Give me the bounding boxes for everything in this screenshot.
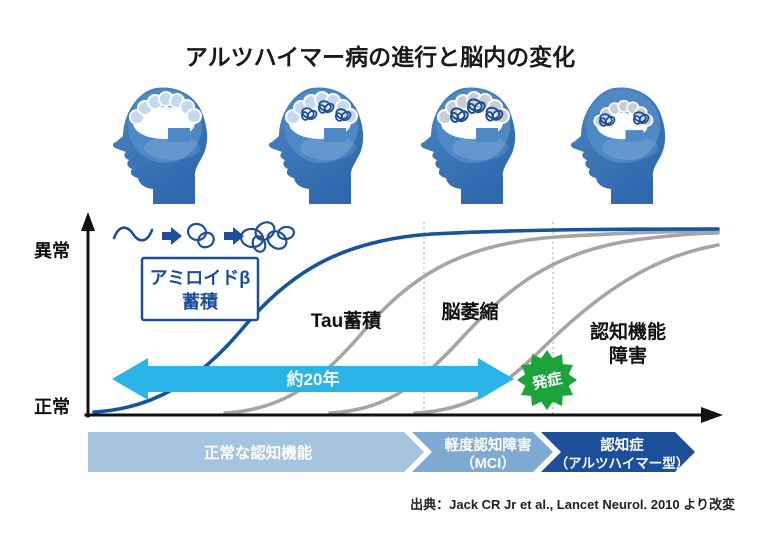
cognitive-impairment-curve [413, 243, 720, 415]
chart-axes [81, 212, 723, 423]
stage-bar-dementia: 認知症 （アルツハイマー型） [541, 432, 695, 472]
brain-atrophy-curve [328, 231, 720, 415]
tau-curve-label: Tau蓄積 [311, 309, 381, 332]
stage3-label-line2: （アルツハイマー型） [555, 455, 690, 471]
stage1-chevron [88, 432, 424, 472]
amyloid-process-icons [112, 221, 296, 253]
starburst-badge-icon: 発症 [517, 350, 577, 410]
source-citation: 出典：Jack CR Jr et al., Lancet Neurol. 201… [410, 497, 735, 512]
stage2-chevron [412, 432, 553, 472]
head-atrophied-brain-icon [570, 87, 666, 204]
page-title: アルツハイマー病の進行と脳内の変化 [185, 44, 575, 70]
duration-arrow: 約20年 [112, 358, 514, 400]
cognitive-curve-label-line2: 障害 [609, 344, 647, 367]
arrow-right-icon [162, 227, 182, 245]
x-axis-arrowhead [701, 407, 723, 423]
amyloid-beta-label-box: アミロイドβ 蓄積 [140, 256, 260, 322]
stage3-chevron [541, 432, 695, 472]
amyloid-plaque-tangle-icon [239, 221, 296, 253]
duration-label: 約20年 [287, 369, 340, 389]
stage2-label-line1: 軽度認知障害 [445, 436, 532, 454]
stage3-label-line1: 認知症 [600, 436, 644, 454]
y-axis-label-abnormal: 異常 [34, 240, 70, 261]
double-headed-arrow-icon [112, 358, 514, 400]
y-axis-label-normal: 正常 [34, 396, 70, 417]
amyloid-box-line2: 蓄積 [182, 291, 219, 312]
amyloid-monomer-wave-icon [112, 226, 154, 242]
y-axis-arrowhead [81, 212, 95, 231]
stage2-label-line2: （MCI） [460, 454, 516, 472]
stage-bar-normal-cognition: 正常な認知機能 [88, 432, 424, 472]
arrow-right-icon [224, 227, 244, 245]
stage-bar-mci: 軽度認知障害 （MCI） [412, 432, 553, 472]
amyloid-oligomer-tangle-icon [186, 222, 215, 249]
amyloid-box-line1: アミロイドβ [150, 268, 251, 288]
cognitive-curve-label-line1: 認知機能 [590, 320, 666, 343]
atrophy-curve-label: 脳萎縮 [440, 300, 498, 323]
stage1-label: 正常な認知機能 [204, 443, 313, 462]
head-tau-tangles-icon [420, 87, 516, 204]
head-amyloid-plaques-icon [268, 87, 364, 204]
head-healthy-brain-icon [112, 87, 208, 204]
